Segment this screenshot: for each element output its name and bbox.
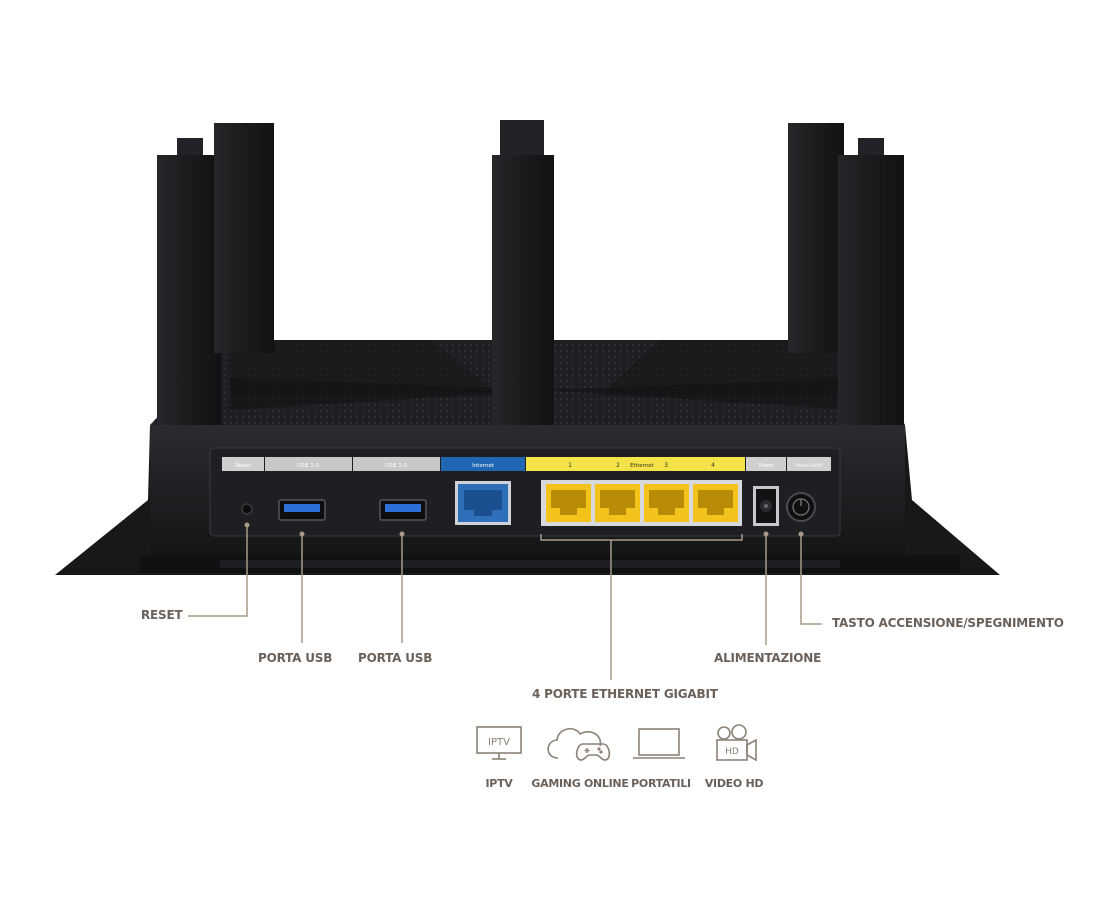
feature-label-gaming: GAMING ONLINE [531,777,629,790]
antennas [157,120,904,455]
usb-port-label: USB 3.0 [385,463,407,469]
power-jack[interactable] [753,486,779,526]
antenna [214,123,274,353]
laptop-icon [633,728,685,759]
antenna [500,120,544,160]
ethernet-port[interactable] [595,484,640,522]
usb-port-callout: PORTA USB [358,651,433,665]
cloud-gamepad-icon [547,727,611,761]
port-label-strip: Reset USB 3.0 USB 3.0 Internet 1 2 Ether… [222,457,831,471]
ethernet-ports-callout: 4 PORTE ETHERNET GIGABIT [532,687,718,701]
ethernet-port[interactable] [546,484,591,522]
ethernet-port-number: 1 [568,462,572,469]
iptv-icon-text: IPTV [488,737,510,748]
usb-port[interactable] [278,499,326,521]
reset-pinhole[interactable] [241,503,253,515]
hd-icon-text: HD [725,747,739,757]
power-port-label: Power [758,463,774,469]
usb-port-label: USB 3.0 [297,463,319,469]
power-button[interactable] [786,492,816,522]
internet-port[interactable] [455,481,511,525]
antenna [492,155,554,450]
reset-callout: RESET [141,608,183,622]
power-button-callout: TASTO ACCENSIONE/SPEGNIMENTO [832,616,1064,630]
ports [241,480,816,526]
feature-label-video-hd: VIDEO HD [704,777,764,790]
usb-port[interactable] [379,499,427,521]
callout-lines [188,522,822,680]
ethernet-port-number: 3 [664,462,668,469]
ethernet-port[interactable] [693,484,738,522]
antenna [838,155,904,455]
ethernet-port-number: 4 [711,462,715,469]
router-body [55,425,1000,575]
ethernet-title-label: Ethernet [630,463,655,469]
internet-port-label: Internet [472,463,495,469]
antenna [157,155,221,455]
power-callout: ALIMENTAZIONE [714,651,822,665]
reset-port-label: Reset [235,463,251,469]
ethernet-port-number: 2 [616,462,620,469]
power-button-label: Power On/Off [796,463,823,468]
usb-port-callout: PORTA USB [258,651,333,665]
ethernet-port[interactable] [644,484,689,522]
ethernet-port-group [541,480,742,526]
iptv-icon: IPTV [476,726,522,760]
video-camera-icon: HD [716,724,757,762]
feature-label-laptops: PORTATILI [631,777,691,790]
feature-label-iptv: IPTV [485,777,513,790]
antenna [788,123,844,353]
